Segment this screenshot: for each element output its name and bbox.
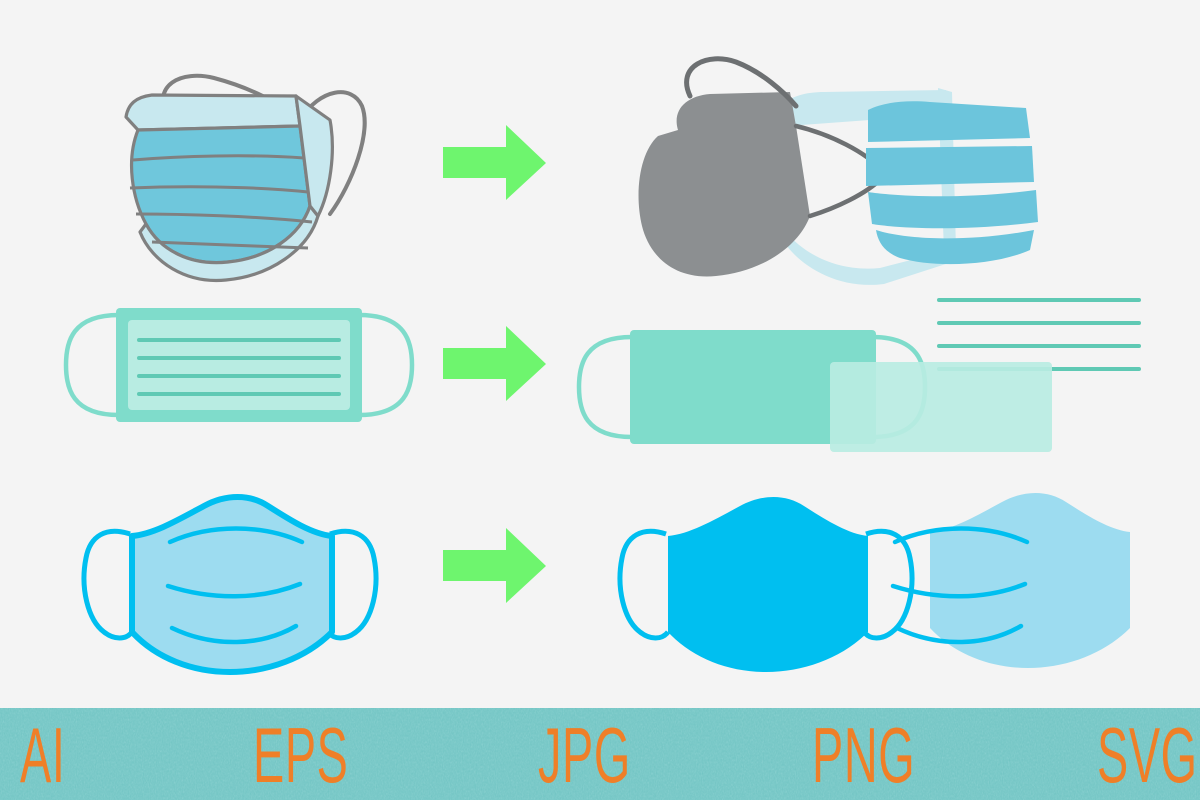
mask-3q-right-earloop [298,90,367,216]
exploded-3-right-earloop [862,528,915,641]
mask-variant-row-1 [0,0,1200,290]
mask-flat-pleat-1 [137,338,341,342]
arrow-right-icon-row-3 [443,528,546,603]
mask-flat-assembled [63,308,415,422]
exploded-2-pleat-3 [937,344,1141,348]
mask-3q-assembled [124,73,367,283]
exploded-2-translucent-panel [830,362,1052,452]
exploded-1-gray-silhouette [638,92,810,277]
format-label-eps: EPS [253,711,349,799]
footer-texture [0,708,1200,800]
exploded-3-pleat-1 [892,526,1030,545]
arrow-right-glyph [443,326,546,401]
format-footer-band: AI EPS JPG PNG SVG [0,708,1200,800]
mask-3q-exploded [638,56,1038,285]
arrow-right-glyph [443,125,546,200]
row-3-artwork [81,493,1130,675]
mask-variant-row-2 [0,290,1200,480]
format-label-ai: AI [20,711,66,799]
exploded-2-pleat-1 [937,298,1141,302]
arrow-right-icon-row-1 [443,125,546,200]
mask-3q-top-band [124,93,302,132]
mask-3q-pleat-2 [129,185,309,194]
mask-front-exploded [617,493,1130,672]
mask-3q-pleat-4 [151,240,309,250]
mask-flat-right-earloop [358,312,415,418]
exploded-2-left-earloop [576,334,633,440]
mask-front-assembled [81,494,379,675]
mask-front-pleat-1 [167,526,305,545]
mask-front-right-earloop [326,528,379,641]
row-2-artwork [63,298,1141,452]
mask-flat-pleat-4 [137,392,341,396]
mask-3q-pleat-3 [135,212,313,224]
exploded-1-pale-bottom-band [784,232,952,285]
mask-3q-side-fold [294,94,334,218]
format-label-png: PNG [812,711,916,799]
mask-front-pleat-2 [165,581,303,599]
row-1-artwork [124,56,1038,285]
mask-front-left-earloop [81,528,134,641]
exploded-1-blue-pleat-a [868,101,1030,142]
exploded-3-solid-body [668,497,868,672]
arrow-right-glyph [443,528,546,603]
exploded-2-body-rect [630,330,876,444]
mask-flat-pleat-2 [137,356,341,360]
mask-3q-pleat-1 [132,154,305,162]
mask-flat-exploded [576,298,1141,452]
exploded-1-blue-pleat-d [876,230,1034,265]
mask-flat-inner-panel [128,320,350,410]
mask-variant-row-3 [0,480,1200,708]
mask-front-pleat-3 [169,623,299,645]
arrow-right-icon-row-2 [443,326,546,401]
exploded-3-fill-shape [930,493,1130,668]
format-label-jpg: JPG [538,711,631,799]
exploded-2-pleat-2 [937,321,1141,325]
exploded-1-blue-pleat-b [866,146,1034,186]
exploded-3-pleat-2 [890,581,1028,599]
mask-front-body [129,494,335,675]
format-label-list: AI EPS JPG PNG SVG [0,708,1200,800]
mask-flat-left-earloop [63,312,120,418]
mask-flat-pleat-3 [137,374,341,378]
exploded-1-gray-earloop [684,56,799,109]
exploded-3-left-earloop [617,528,670,641]
exploded-3-pleat-3 [894,623,1024,645]
format-label-svg: SVG [1097,711,1198,799]
exploded-1-blue-pleat-c [868,190,1038,229]
